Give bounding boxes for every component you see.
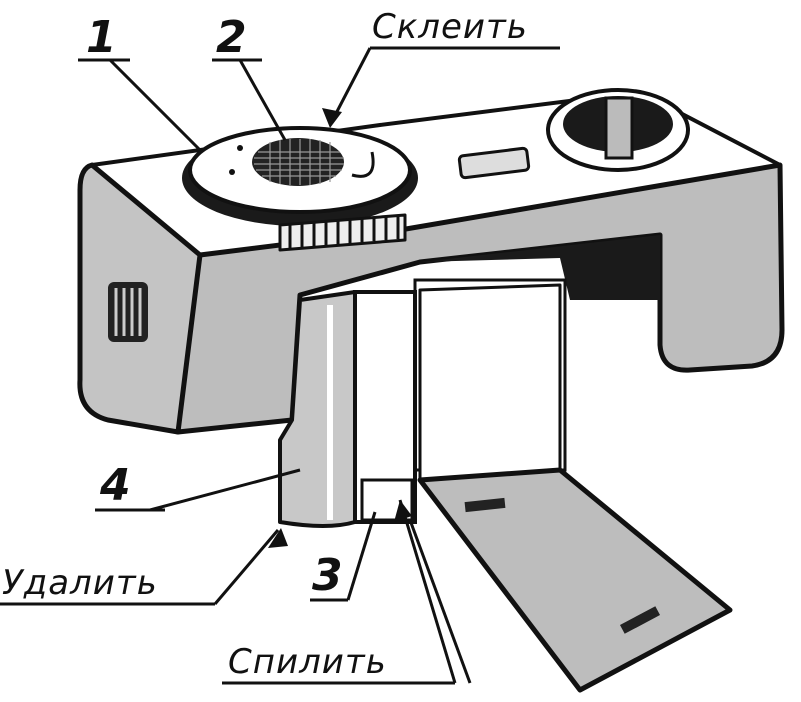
callout-1: 1 bbox=[86, 12, 117, 63]
arrowheads bbox=[268, 108, 412, 548]
label-saw: Спилить bbox=[228, 642, 387, 682]
mesh-window bbox=[252, 138, 344, 186]
side-grip bbox=[108, 282, 148, 342]
callout-2: 2 bbox=[216, 12, 247, 63]
callout-3: 3 bbox=[312, 550, 343, 601]
rear-knob bbox=[457, 88, 690, 180]
top-dial bbox=[182, 126, 418, 252]
open-door bbox=[417, 283, 733, 693]
bar-part-3 bbox=[353, 290, 417, 524]
callout-4: 4 bbox=[99, 460, 131, 511]
label-remove: Удалить bbox=[2, 563, 158, 603]
label-glue: Склеить bbox=[372, 7, 528, 47]
